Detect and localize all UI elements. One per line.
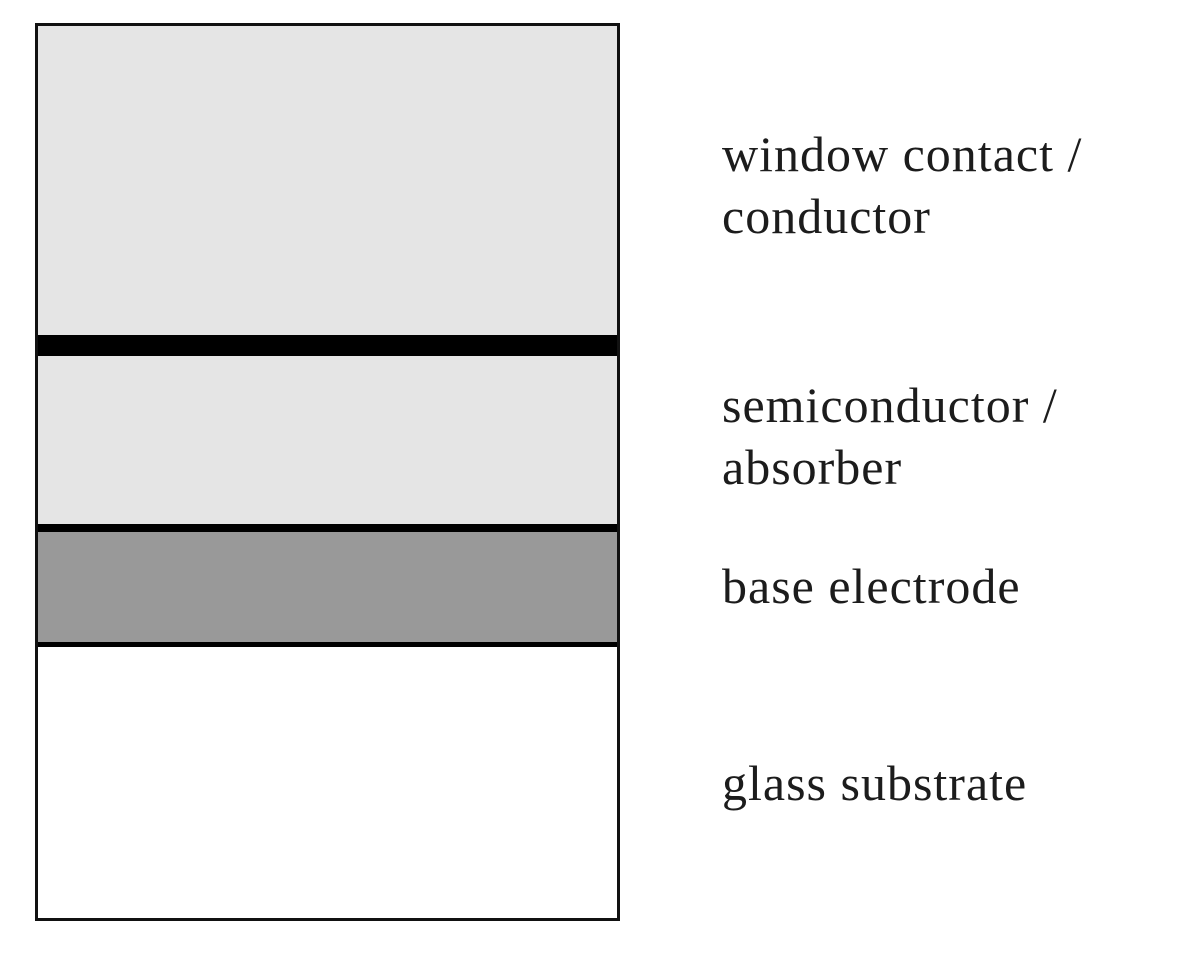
label-glass-substrate: glass substrate <box>722 755 1028 811</box>
layer-window-contact <box>38 26 617 335</box>
label-base-electrode: base electrode <box>722 558 1021 614</box>
label-semiconductor-absorber: semiconductor / absorber <box>722 377 1058 495</box>
layer-semiconductor-absorber <box>38 356 617 524</box>
separator-thin-lower <box>38 642 617 647</box>
layer-glass-substrate <box>38 647 617 918</box>
separator-thick <box>38 335 617 356</box>
layer-base-electrode <box>38 532 617 642</box>
label-window-contact: window contact / conductor <box>722 126 1083 244</box>
separator-thin-upper <box>38 524 617 532</box>
layer-stack-box <box>35 23 620 921</box>
